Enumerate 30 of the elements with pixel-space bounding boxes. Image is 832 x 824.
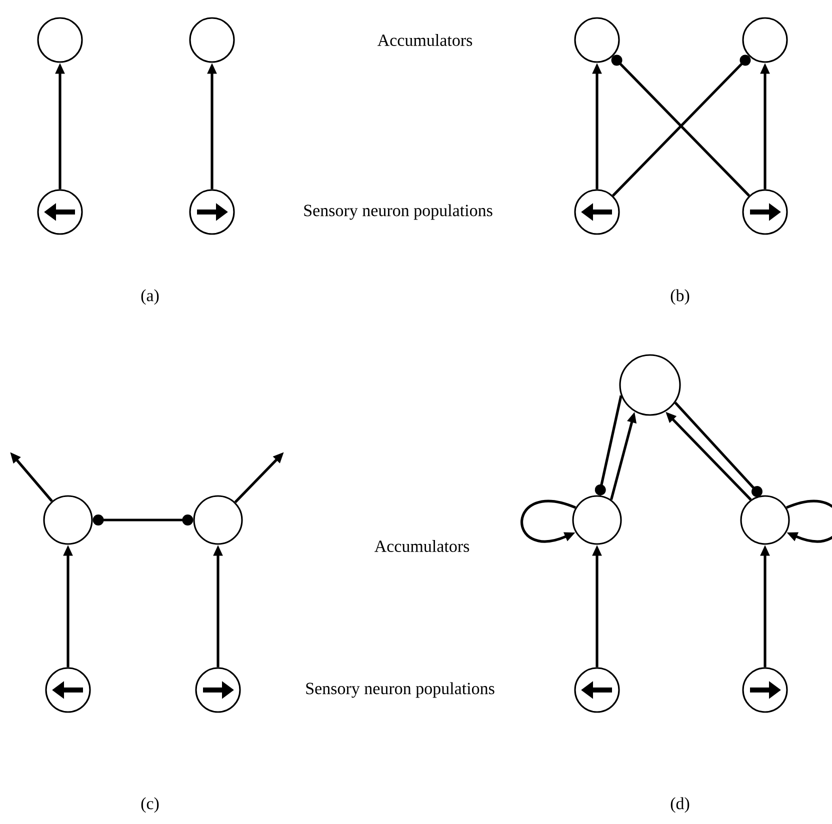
inhibitory-connection: [92, 514, 194, 526]
self-loop-arrow: [786, 500, 832, 543]
sensory-neuron-circle: [37, 189, 83, 235]
panel-label: (b): [670, 289, 690, 305]
sensory-neuron-circle: [574, 189, 620, 235]
inhibitory-connection: [674, 402, 762, 498]
panel-label: (c): [141, 797, 159, 813]
sensory-neuron-circle: [195, 667, 241, 713]
sensory-neuron-circle: [189, 189, 235, 235]
panel-label: (a): [141, 289, 159, 305]
accumulator-circle: [740, 495, 790, 545]
panel-label: (d): [670, 797, 690, 813]
accumulator-circle: [742, 17, 788, 63]
layer-label: Accumulators: [374, 540, 470, 552]
sensory-neuron-circle: [742, 189, 788, 235]
sensory-neuron-circle: [574, 667, 620, 713]
accumulator-circle: [37, 17, 83, 63]
sensory-neuron-circle: [742, 667, 788, 713]
accumulator-circle: [43, 495, 93, 545]
layer-label: Accumulators: [378, 34, 472, 46]
accumulator-circle: [619, 354, 681, 416]
accumulator-circle: [189, 17, 235, 63]
layer-label: Sensory neuron populations: [304, 204, 492, 220]
layer-label: Sensory neuron populations: [306, 682, 494, 698]
accumulator-circle: [574, 17, 620, 63]
inhibitory-connection: [594, 395, 622, 496]
self-loop-arrow: [520, 500, 576, 543]
sensory-neuron-circle: [45, 667, 91, 713]
accumulator-circle: [572, 495, 622, 545]
accumulator-circle: [193, 495, 243, 545]
